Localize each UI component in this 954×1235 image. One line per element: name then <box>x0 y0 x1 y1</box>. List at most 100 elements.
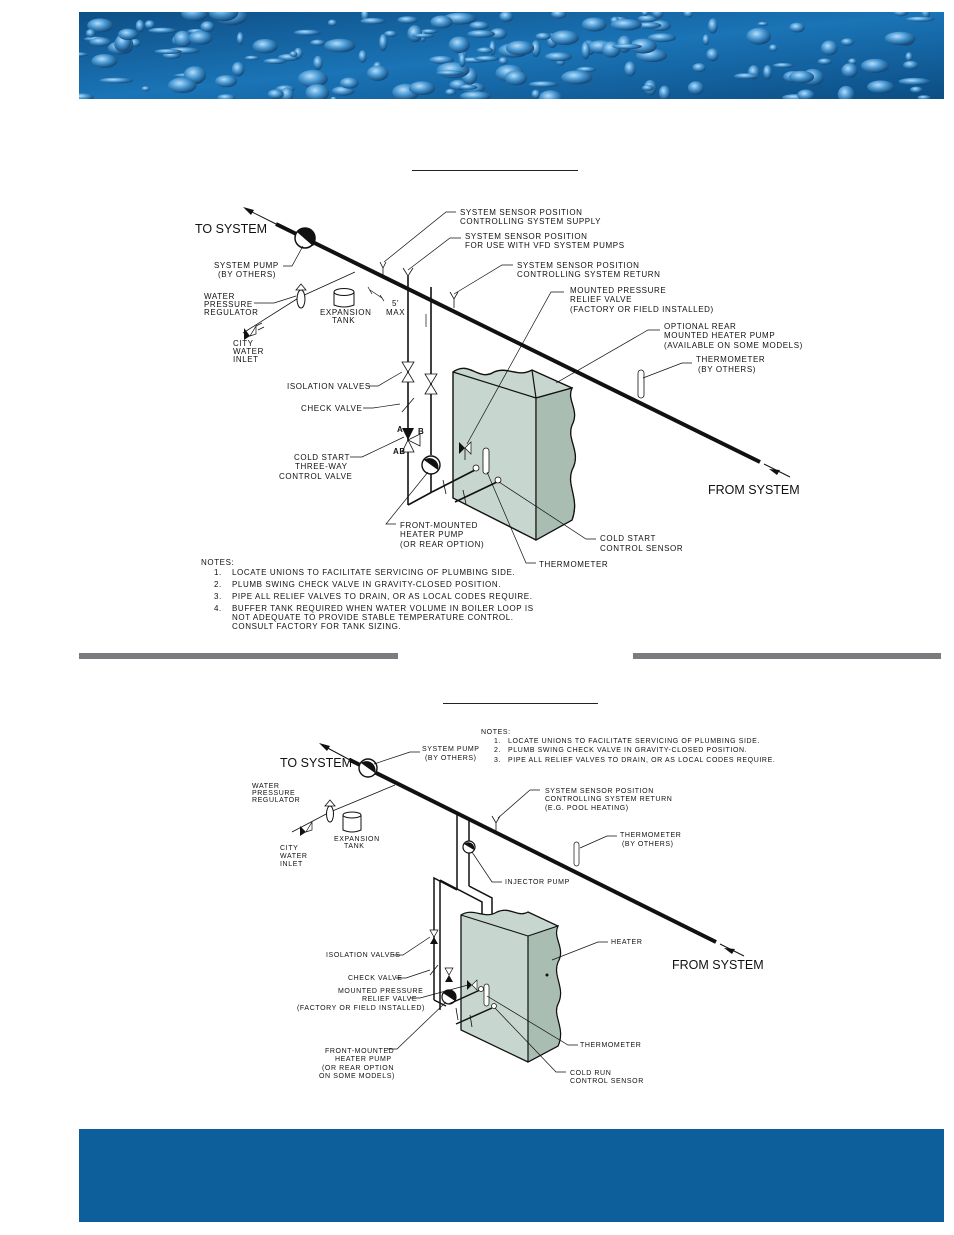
water-droplet <box>840 38 854 46</box>
front-pump-label-2a: FRONT-MOUNTED <box>325 1048 394 1055</box>
cold-run-sensor-label-2: CONTROL SENSOR <box>570 1078 644 1085</box>
water-droplet <box>267 89 284 99</box>
from-system-label: FROM SYSTEM <box>708 483 800 497</box>
regulator-label-2: PRESSURE <box>204 300 253 309</box>
relief-valve-icon-2 <box>467 979 478 991</box>
note-4-text-3: CONSULT FACTORY FOR TANK SIZING. <box>232 622 401 631</box>
water-droplet <box>289 51 298 57</box>
front-pump-label-2c: (OR REAR OPTION <box>322 1065 394 1072</box>
heater-outlet-pipe-2 <box>455 1007 493 1025</box>
five-max-label-1: 5' <box>392 299 399 308</box>
thermometer-label-2: THERMOMETER <box>580 1042 641 1049</box>
water-droplet <box>647 33 677 43</box>
expansion-tank-label-2b: TANK <box>344 843 365 850</box>
water-droplet <box>499 12 514 22</box>
water-droplet <box>310 39 326 46</box>
front-pump-label-2: HEATER PUMP <box>400 530 464 539</box>
water-droplet <box>706 48 719 62</box>
water-droplet <box>624 61 636 77</box>
water-droplet <box>763 65 772 80</box>
thermometer-mounted-icon-2 <box>483 983 490 1007</box>
water-droplet <box>79 52 89 57</box>
water-droplet <box>412 33 435 38</box>
front-heater-pump-icon <box>421 455 441 475</box>
water-droplet <box>263 58 287 64</box>
note-2-2-text: PLUMB SWING CHECK VALVE IN GRAVITY-CLOSE… <box>508 747 747 754</box>
water-droplet <box>641 85 654 91</box>
system-pump-label-2: (BY OTHERS) <box>218 270 276 279</box>
expansion-tank-label-2: TANK <box>332 316 355 325</box>
water-droplet <box>324 38 356 53</box>
from-system-arrowhead-2 <box>724 948 735 954</box>
water-droplet <box>581 41 590 60</box>
system-pump-icon <box>294 227 316 249</box>
water-droplet <box>531 89 541 99</box>
sensor-well-return-icon <box>449 291 459 308</box>
water-droplet <box>252 39 278 54</box>
expansion-tank-label-1: EXPANSION <box>320 308 372 317</box>
water-droplet <box>181 12 209 22</box>
water-droplet <box>692 63 706 73</box>
note-2-1-text: LOCATE UNIONS TO FACILITATE SERVICING OF… <box>508 738 760 745</box>
water-droplet <box>905 52 913 62</box>
sensor-supply-label-2: CONTROLLING SYSTEM SUPPLY <box>460 217 601 226</box>
water-droplet <box>397 16 419 24</box>
water-droplet <box>360 17 386 25</box>
water-droplet <box>408 81 436 95</box>
heater-label: HEATER <box>611 939 642 946</box>
sensor-well-supply-icon <box>379 261 387 275</box>
cold-start-sensor-label-2: CONTROL SENSOR <box>600 544 683 553</box>
water-droplet <box>651 12 664 19</box>
regulator-cap-icon <box>295 283 307 291</box>
water-droplet <box>188 30 213 45</box>
water-droplet <box>297 69 328 88</box>
front-pump-label-3: (OR REAR OPTION) <box>400 540 484 549</box>
heater-port-2a <box>478 986 484 992</box>
sensor-return-label-2b: CONTROLLING SYSTEM RETURN <box>545 796 672 803</box>
note-2-text: PLUMB SWING CHECK VALVE IN GRAVITY-CLOSE… <box>232 580 501 589</box>
heater-inlet-port <box>472 464 480 472</box>
water-droplet <box>236 32 244 45</box>
three-way-valve-icon <box>401 428 421 453</box>
water-droplet <box>637 15 658 23</box>
water-droplet <box>135 19 145 33</box>
note-2-3-num: 3. <box>494 757 501 764</box>
port-b-label: B <box>418 427 424 436</box>
cold-start-valve-label-2: THREE-WAY <box>295 462 348 471</box>
thermometer-others-label-2a: THERMOMETER <box>620 832 681 839</box>
union-tick-2 <box>462 489 467 505</box>
water-droplet <box>231 62 245 77</box>
water-droplet <box>460 91 491 99</box>
cold-start-valve-label-1: COLD START <box>294 453 350 462</box>
max-dimension-tick-2 <box>379 294 385 302</box>
water-droplet <box>636 22 662 29</box>
heater-inlet-pipe-2 <box>448 989 481 1005</box>
expansion-tank-label-2a: EXPANSION <box>334 836 380 843</box>
city-water-valve-icon <box>244 322 265 340</box>
water-droplet <box>893 12 909 17</box>
pressure-regulator-icon-2 <box>326 805 334 823</box>
heater-cabinet <box>452 367 577 542</box>
water-droplet <box>141 86 150 92</box>
water-droplet <box>208 12 239 22</box>
regulator-label-2b: PRESSURE <box>252 790 295 797</box>
water-droplet <box>459 52 466 68</box>
water-droplet <box>535 32 552 40</box>
five-max-label-2: MAX <box>386 308 405 317</box>
water-droplet <box>817 58 833 65</box>
water-droplet <box>200 21 215 32</box>
heater-cabinet-2 <box>460 909 562 1063</box>
water-droplet <box>327 19 337 27</box>
injector-pump-icon <box>462 840 476 854</box>
note-2-num: 2. <box>214 580 222 589</box>
water-droplet <box>903 60 919 70</box>
check-valve-label-2: CHECK VALVE <box>348 975 403 982</box>
to-system-arrowhead <box>243 207 254 215</box>
water-droplet <box>430 15 453 29</box>
diagram2-leader-lines <box>373 751 617 1073</box>
water-droplet <box>837 85 855 99</box>
note-1-text: LOCATE UNIONS TO FACILITATE SERVICING OF… <box>232 568 515 577</box>
water-droplet <box>429 55 454 64</box>
city-water-label-3: INLET <box>233 355 259 364</box>
water-droplet <box>884 31 916 46</box>
